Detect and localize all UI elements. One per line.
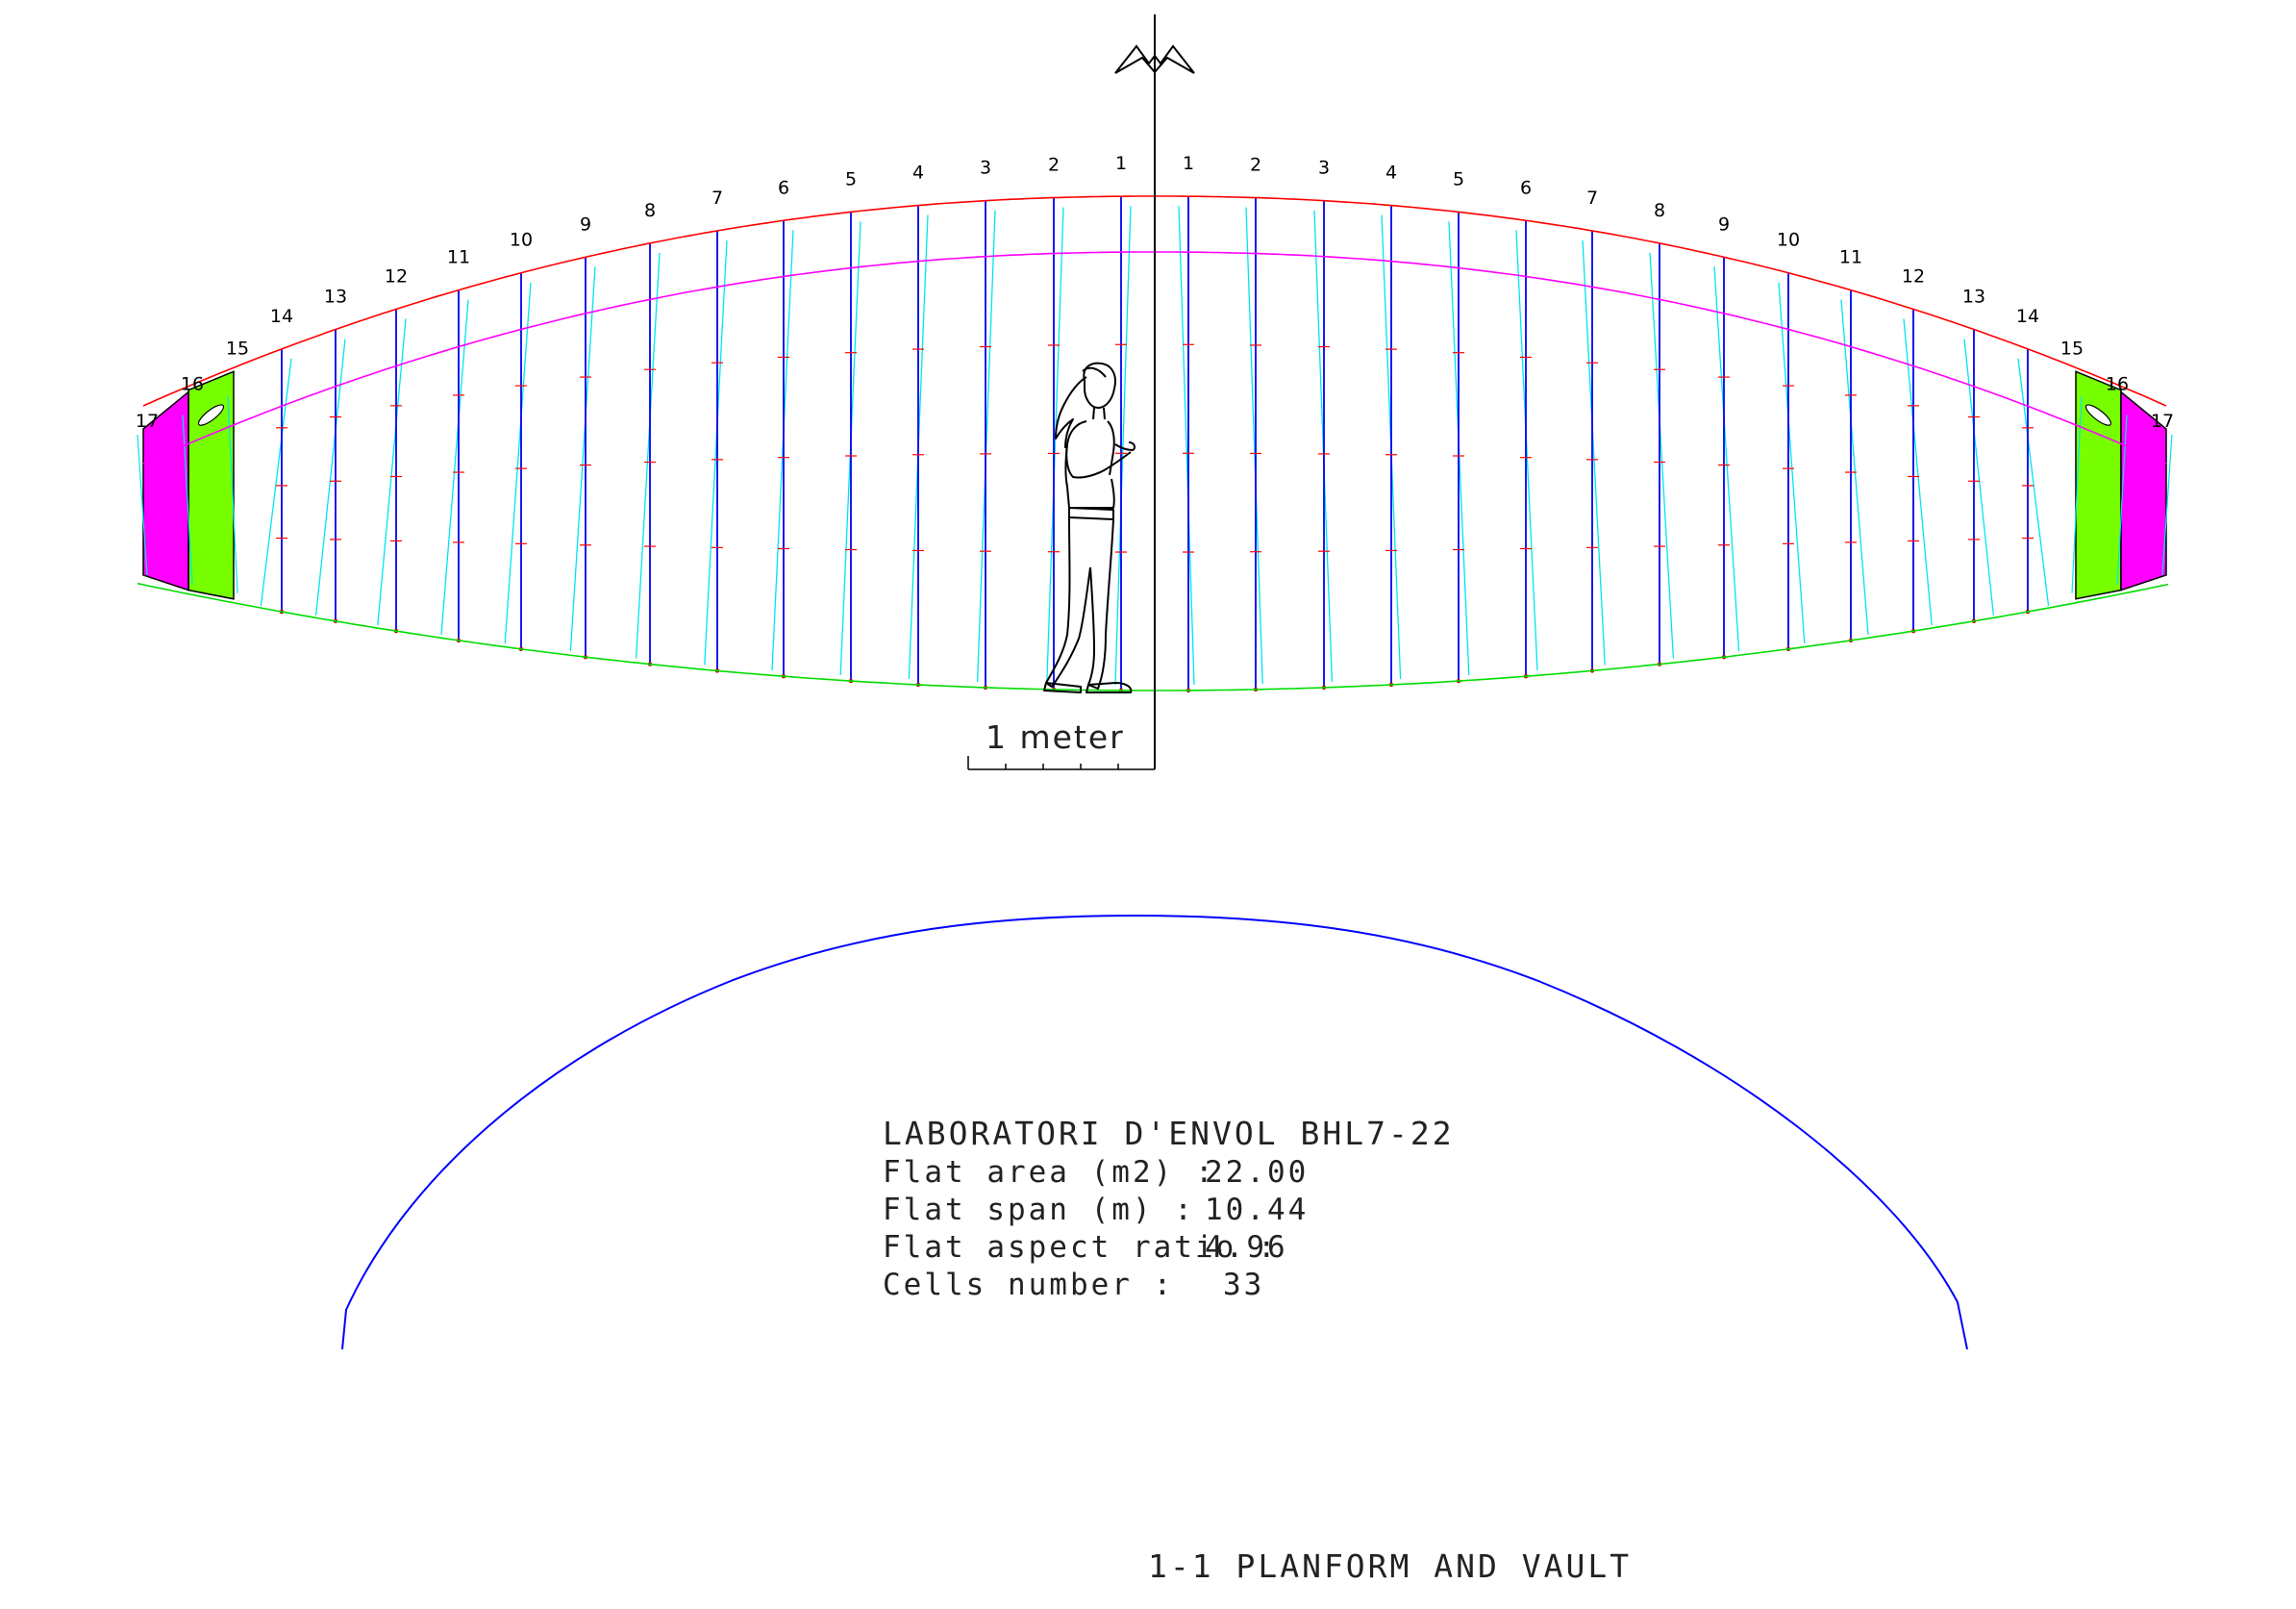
- diagonal-right-15: [2071, 396, 2083, 593]
- rib-number-left-14: 14: [270, 306, 293, 327]
- rib-number-right-8: 8: [1654, 200, 1665, 221]
- rib-number-left-13: 13: [324, 287, 347, 308]
- diagonal-right-11: [1840, 299, 1869, 635]
- rib-number-right-11: 11: [1839, 247, 1862, 268]
- spec-value-area: 22.00: [1205, 1155, 1309, 1190]
- rib-number-left-12: 12: [385, 265, 408, 287]
- diagonal-left-15: [227, 396, 238, 593]
- air-intake-slot-left: [197, 404, 225, 426]
- rib-number-left-2: 2: [1048, 155, 1060, 176]
- diagonal-left-14: [260, 358, 292, 607]
- diagonal-right-10: [1778, 282, 1806, 643]
- rib-number-left-1: 1: [1115, 153, 1127, 174]
- rib-number-right-14: 14: [2016, 306, 2039, 327]
- rib-number-left-8: 8: [644, 200, 656, 221]
- rib-number-right-7: 7: [1586, 188, 1598, 209]
- rib-number-right-2: 2: [1250, 155, 1261, 176]
- spec-label-cells: Cells number :: [883, 1268, 1174, 1302]
- diagonal-left-16: [182, 415, 193, 585]
- diagonal-right-12: [1903, 318, 1933, 626]
- rib-tick-marks: [276, 343, 2034, 693]
- tip-panel-green-left: [187, 370, 235, 600]
- diagonal-left-7: [704, 239, 728, 666]
- rib-number-left-5: 5: [845, 168, 857, 189]
- rib-number-left-4: 4: [912, 163, 924, 184]
- rib-number-right-1: 1: [1183, 153, 1194, 174]
- rib-number-right-10: 10: [1777, 230, 1800, 251]
- scale-bar: [967, 756, 1155, 770]
- bird-icon: [1114, 44, 1195, 74]
- rib-number-left-10: 10: [510, 230, 533, 251]
- diagonal-right-14: [2017, 358, 2050, 607]
- rib-number-right-15: 15: [2060, 338, 2084, 359]
- diagonal-left-11: [440, 299, 469, 635]
- diagonal-right-7: [1582, 239, 1606, 666]
- diagonal-lines: [137, 206, 2173, 685]
- diagonal-left-9: [569, 266, 596, 652]
- vault-curve: [341, 914, 1968, 1350]
- diagonal-left-12: [377, 318, 407, 626]
- diagonal-left-13: [314, 339, 346, 616]
- rib-number-left-16: 16: [181, 374, 204, 395]
- rib-number-right-16: 16: [2106, 374, 2129, 395]
- diagonal-right-16: [2116, 415, 2128, 585]
- diagonal-left-2: [1046, 207, 1064, 684]
- spec-title: LABORATORI D'ENVOL BHL7-22: [883, 1115, 1455, 1152]
- air-intake-slot-right: [2084, 404, 2112, 426]
- rib-number-right-6: 6: [1520, 177, 1532, 198]
- diagonal-left-17: [137, 434, 148, 576]
- rib-number-left-9: 9: [580, 214, 591, 235]
- rib-lines: [281, 196, 2029, 691]
- diagonal-right-9: [1713, 266, 1740, 652]
- diagonal-right-17: [2161, 434, 2173, 576]
- rib-number-right-9: 9: [1718, 214, 1730, 235]
- spec-block: LABORATORI D'ENVOL BHL7-22 Flat area (m2…: [883, 1115, 1455, 1302]
- diagonal-right-13: [1963, 339, 1995, 616]
- rib-number-left-3: 3: [980, 158, 991, 179]
- rib-number-right-5: 5: [1453, 168, 1464, 189]
- diagonal-right-6: [1515, 230, 1538, 671]
- rib-number-right-13: 13: [1962, 287, 1985, 308]
- trailing-edge-line: [137, 582, 2169, 691]
- diagonal-right-8: [1649, 252, 1675, 659]
- spec-value-cells: 33: [1223, 1268, 1264, 1302]
- rib-number-right-12: 12: [1902, 265, 1925, 287]
- diagonal-left-8: [635, 252, 661, 659]
- scale-bar-label: 1 meter: [986, 718, 1125, 756]
- person-figure: [1043, 362, 1136, 693]
- diagonal-right-2: [1245, 207, 1263, 684]
- rib-number-right-3: 3: [1318, 158, 1330, 179]
- rib-number-left-7: 7: [711, 188, 723, 209]
- tip-panel-green-right: [2075, 370, 2122, 600]
- drawing-title: 1-1 PLANFORM AND VAULT: [1148, 1547, 1632, 1585]
- rib-number-left-11: 11: [447, 247, 470, 268]
- rib-number-left-15: 15: [226, 338, 249, 359]
- diagonal-left-10: [504, 282, 532, 643]
- rib-number-left-6: 6: [778, 177, 789, 198]
- spec-label-area: Flat area (m2) :: [883, 1155, 1216, 1190]
- wing-edges: [137, 195, 2169, 691]
- diagonal-left-1: [1114, 206, 1132, 685]
- diagonal-left-6: [771, 230, 794, 671]
- spec-value-aspect: 4.96: [1205, 1230, 1288, 1265]
- spec-value-span: 10.44: [1205, 1193, 1309, 1227]
- spec-label-aspect: Flat aspect ratio :: [883, 1230, 1279, 1265]
- rib-number-left-17: 17: [136, 411, 159, 432]
- rib-number-right-17: 17: [2151, 411, 2174, 432]
- diagonal-right-1: [1178, 206, 1195, 685]
- rib-number-right-4: 4: [1385, 163, 1397, 184]
- spec-label-span: Flat span (m) :: [883, 1193, 1195, 1227]
